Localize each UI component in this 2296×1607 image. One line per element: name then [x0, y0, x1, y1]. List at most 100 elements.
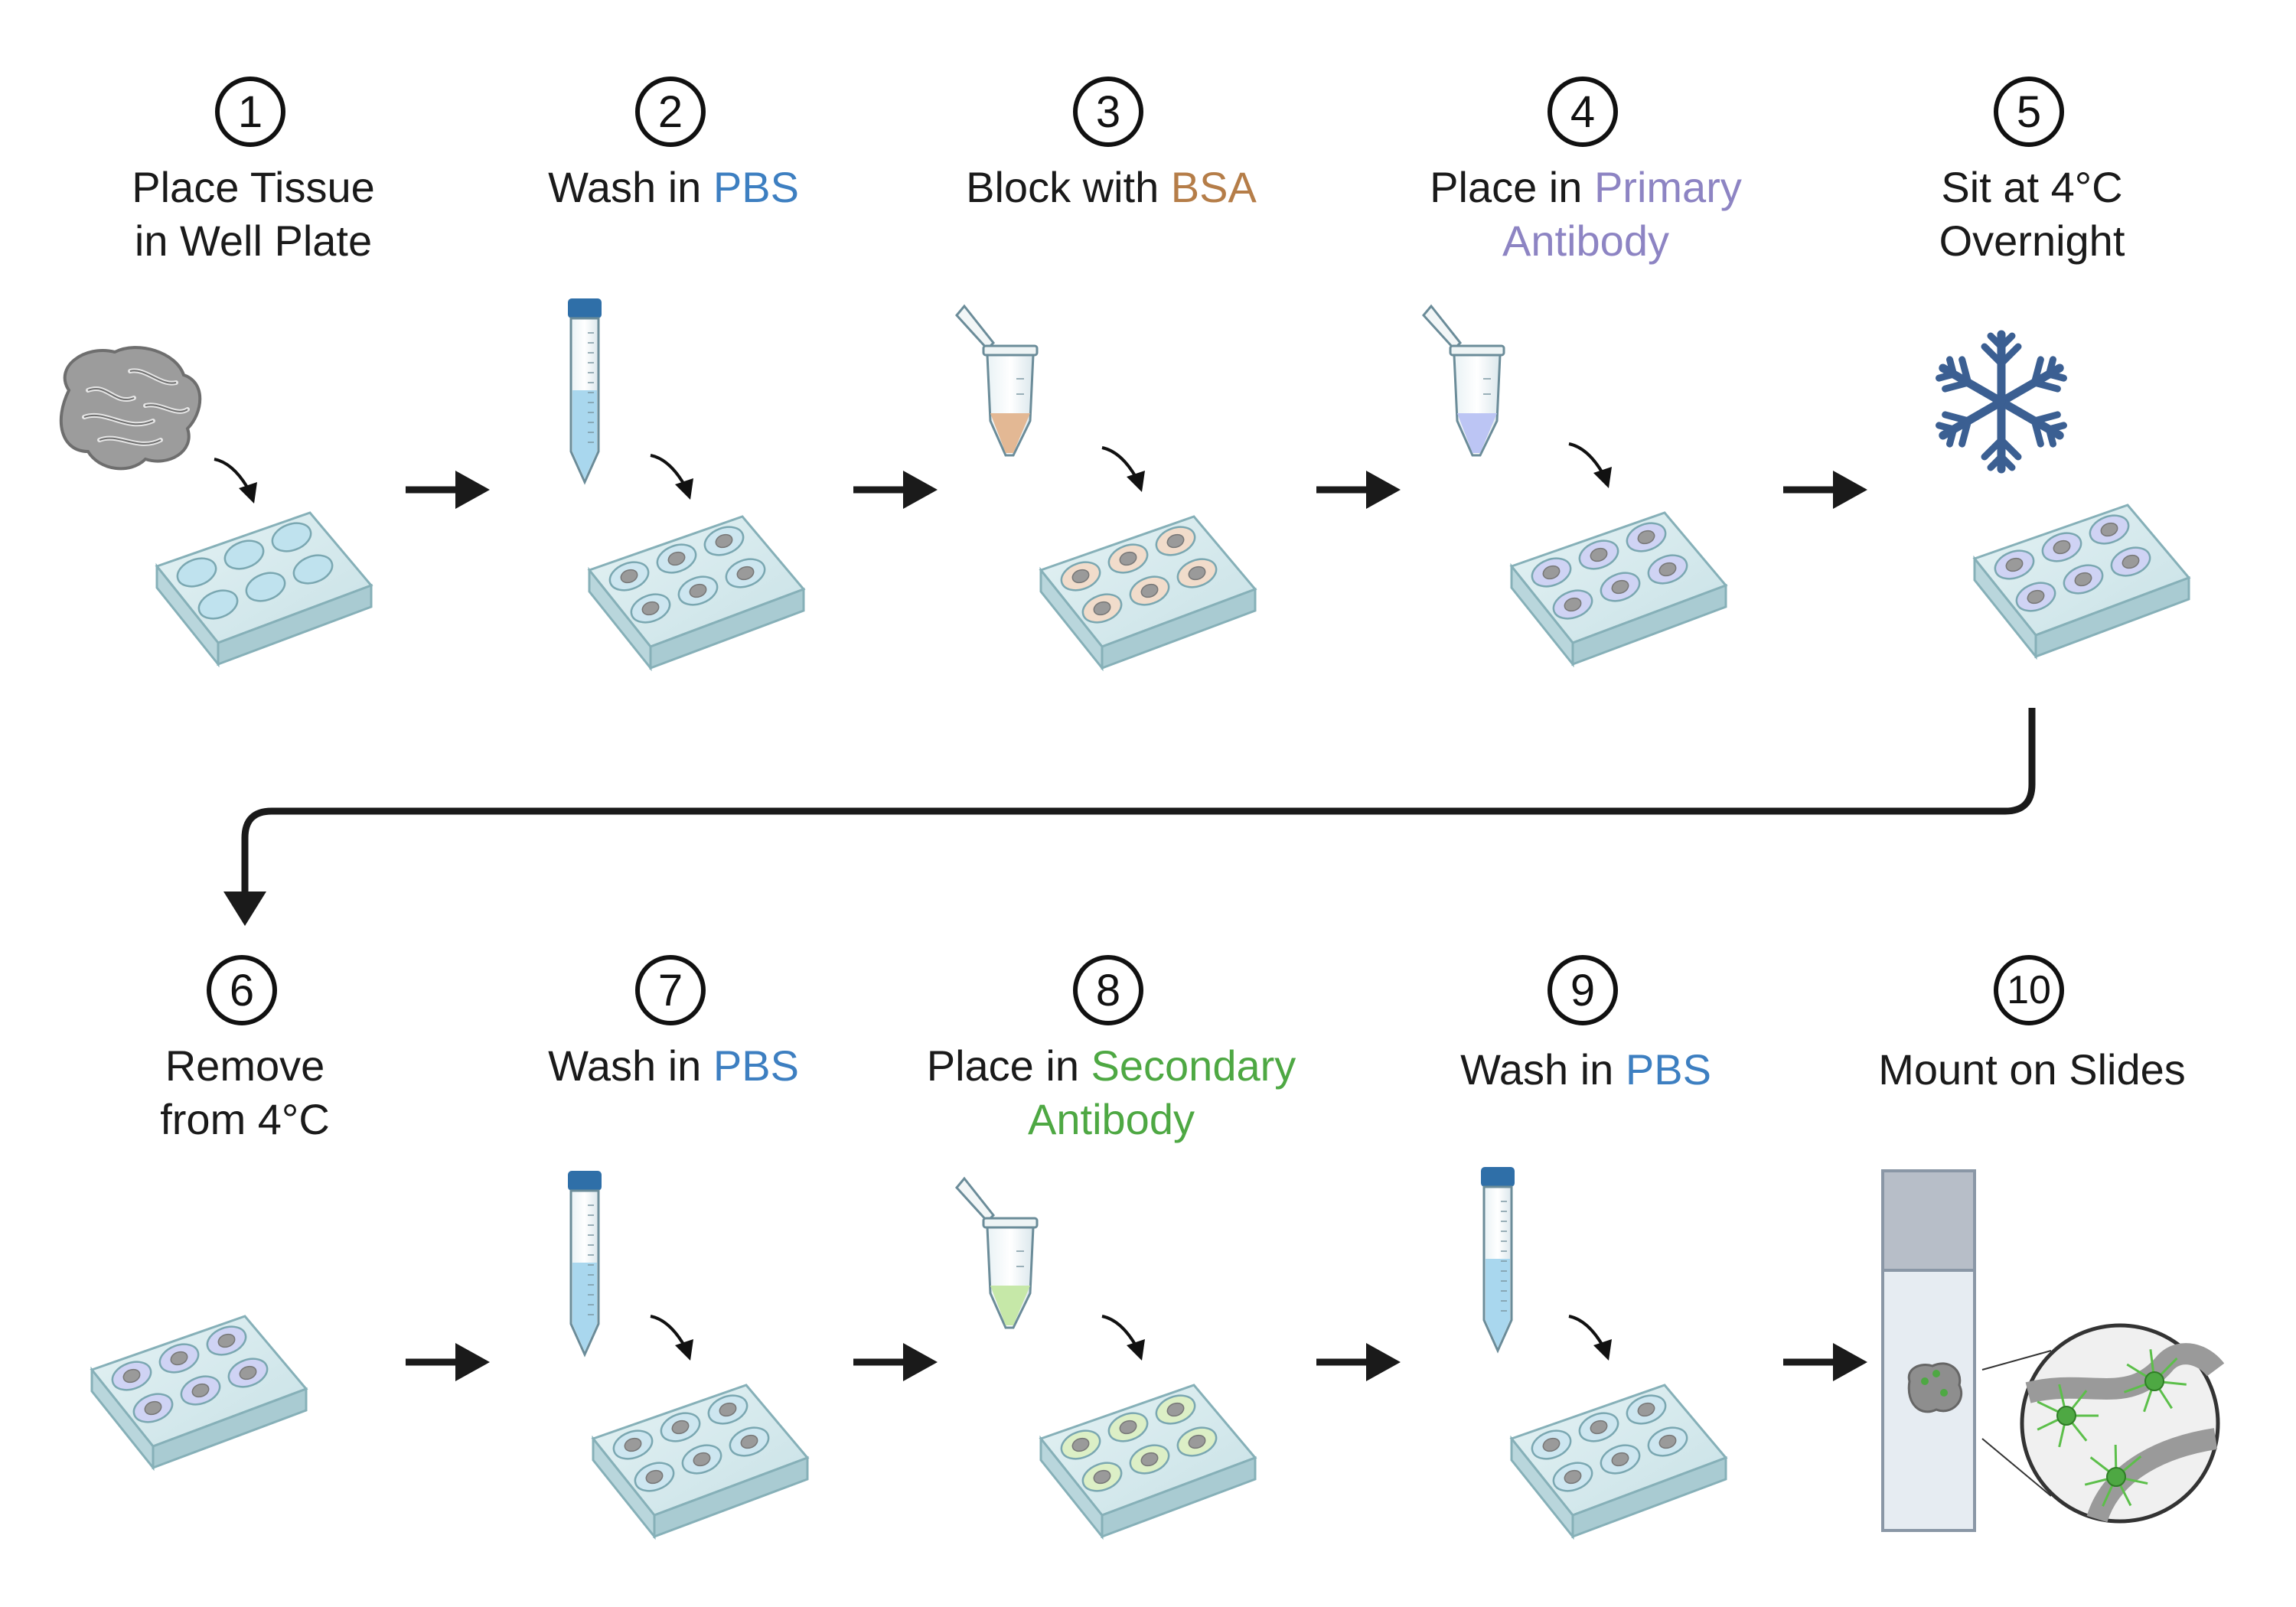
well-plate-icon — [1972, 504, 2191, 660]
tissue-section — [1140, 1452, 1159, 1467]
well-plate-icon — [1509, 1384, 1728, 1540]
tissue-section — [144, 1400, 162, 1416]
row-arrow-head — [455, 471, 490, 509]
well-plate-icon — [591, 1384, 810, 1540]
connector-arrow-5-to-6 — [241, 708, 2036, 899]
tissue-section — [1564, 1469, 1582, 1485]
step-number: 7 — [635, 955, 706, 1025]
mounted-tissue — [1907, 1362, 1963, 1413]
row-arrow-head — [1833, 471, 1867, 509]
tissue-section — [689, 583, 707, 598]
neuron — [2123, 1349, 2187, 1413]
tissue-section — [191, 1383, 210, 1398]
tissue-section — [1119, 551, 1137, 566]
tissue-section — [667, 551, 686, 566]
microcentrifuge-tube-icon — [955, 304, 1039, 457]
tissue-section — [1071, 569, 1090, 584]
microscope-slide-icon — [1881, 1169, 1976, 1532]
tissue-section — [736, 566, 755, 581]
tissue-section — [1188, 1434, 1206, 1449]
neuron — [2084, 1444, 2148, 1507]
tissue-section — [1590, 1420, 1608, 1435]
step-label-line-1: Mount on Slides — [1878, 1045, 2186, 1094]
tissue-section — [2027, 589, 2045, 605]
well — [223, 539, 265, 570]
tissue-section — [1658, 1434, 1677, 1449]
reagent-pbs: PBS — [1625, 1045, 1711, 1094]
tissue-section — [719, 1402, 737, 1417]
magnified-neurons-icon — [1981, 1323, 2225, 1524]
tissue-section — [1611, 579, 1629, 595]
well — [292, 554, 334, 585]
step-number: 2 — [635, 77, 706, 147]
brain-tissue-icon — [59, 346, 202, 471]
step-label-text: Place in — [926, 1041, 1091, 1090]
row-arrow-head — [903, 471, 938, 509]
tissue-section — [620, 569, 638, 584]
step-label-text: Wash in — [548, 1041, 713, 1090]
step-label: Sit at 4°C Overnight — [1802, 161, 2262, 268]
tissue-section — [1658, 562, 1677, 577]
step-number: 1 — [215, 77, 285, 147]
tissue-section — [170, 1351, 188, 1366]
step-label-text: Place in — [1430, 163, 1594, 211]
curved-arrow — [1568, 442, 1612, 488]
well-plate-icon — [1509, 511, 1728, 668]
tissue-section — [1188, 566, 1206, 581]
curved-arrow — [650, 454, 693, 500]
well — [197, 589, 239, 620]
well-plate-icon — [1039, 1384, 1257, 1540]
tissue-section — [2122, 554, 2140, 569]
step-label: Wash in PBS — [1356, 1043, 1815, 1097]
neuron — [2037, 1384, 2099, 1448]
tissue-section — [1071, 1437, 1090, 1452]
tissue-section — [1093, 1469, 1111, 1485]
tissue-section — [1119, 1420, 1137, 1435]
step-number: 9 — [1548, 955, 1618, 1025]
tissue-section — [2100, 522, 2118, 537]
well-plate-icon — [90, 1315, 308, 1472]
tissue-section — [1637, 1402, 1655, 1417]
step-number: 3 — [1073, 77, 1143, 147]
tissue-section — [2053, 539, 2071, 555]
reagent-secondary-antibody: Secondary — [1091, 1041, 1296, 1090]
snowflake-icon — [1936, 330, 2067, 474]
step-number: 6 — [207, 955, 277, 1025]
connector-arrow-head — [223, 892, 266, 926]
tissue-section — [624, 1437, 642, 1452]
reagent-bsa: BSA — [1170, 163, 1257, 211]
tissue-section — [2074, 572, 2092, 587]
tissue-section — [1611, 1452, 1629, 1467]
step-label-line-2: Overnight — [1939, 217, 2125, 265]
tissue-section — [1542, 565, 1561, 580]
tissue-section — [217, 1333, 236, 1348]
tissue-section — [1590, 547, 1608, 562]
step-number: 5 — [1994, 77, 2064, 147]
tissue-section — [239, 1365, 257, 1380]
tissue-section — [1166, 533, 1185, 549]
step-label: Wash in PBS — [444, 1039, 903, 1093]
well-plate-icon — [155, 511, 373, 668]
tissue-section — [645, 1469, 664, 1485]
step-number: 8 — [1073, 955, 1143, 1025]
tissue-section — [1093, 601, 1111, 616]
reagent-primary-antibody: Primary — [1593, 163, 1742, 211]
row-arrow-head — [1366, 1343, 1401, 1381]
tissue-section — [122, 1368, 141, 1384]
well-plate-icon — [587, 515, 806, 672]
tissue-section — [1166, 1402, 1185, 1417]
step-label-line-2: from 4°C — [160, 1095, 330, 1143]
row-arrow-head — [903, 1343, 938, 1381]
step-label-text: Wash in — [1460, 1045, 1626, 1094]
tissue-section — [1140, 583, 1159, 598]
step-label-text: Wash in — [548, 163, 713, 211]
step-label: Place Tissue in Well Plate — [24, 161, 483, 268]
curved-arrow — [1568, 1315, 1612, 1361]
row-arrow-head — [1833, 1343, 1867, 1381]
step-label-line-1: Place Tissue — [132, 163, 375, 211]
curved-arrow — [1101, 446, 1145, 492]
well-plate-icon — [1039, 515, 1257, 672]
tissue-section — [740, 1434, 758, 1449]
